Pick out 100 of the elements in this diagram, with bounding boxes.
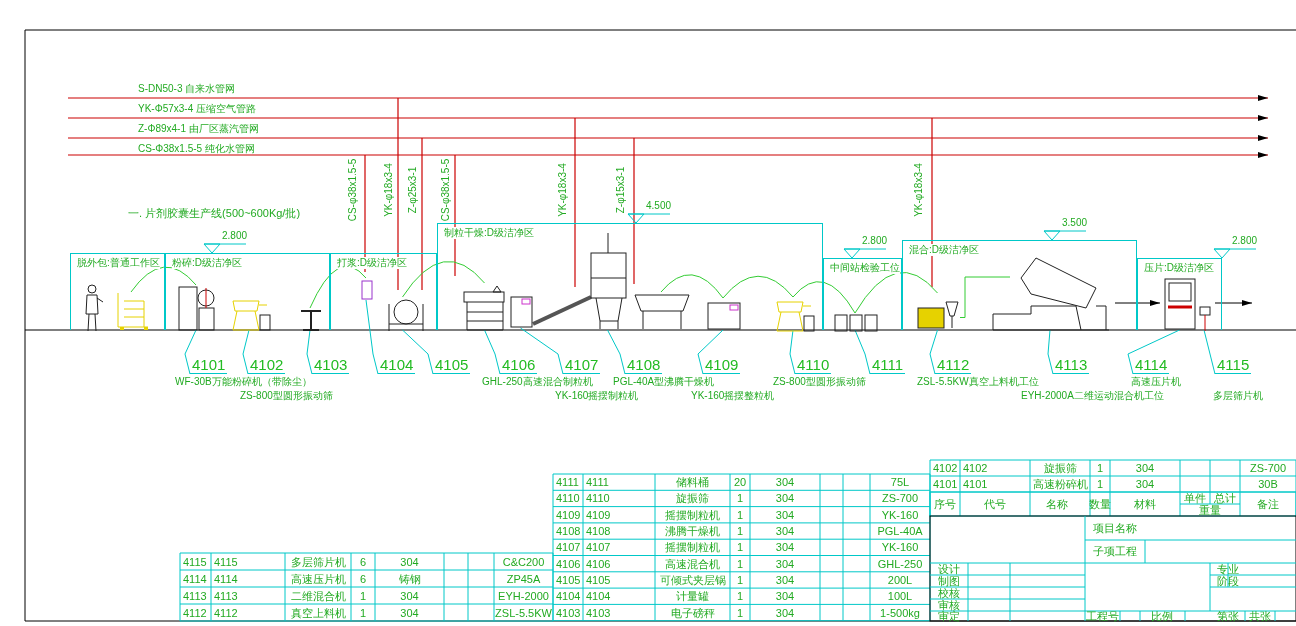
table-cell: 4105 <box>586 573 611 587</box>
callout-number: 4104 <box>378 356 416 374</box>
table-cell: 304 <box>775 524 795 538</box>
granulator-drawing <box>509 293 534 329</box>
table-cell: 项目名称 <box>1093 521 1137 535</box>
table-cell: 材料 <box>1134 497 1156 511</box>
pipe-label: Z-φ15x3-1 <box>615 166 627 214</box>
table-cell: 4101 <box>963 477 988 491</box>
table-cell: 1 <box>359 589 367 602</box>
table-cell: 重量 <box>1199 503 1221 517</box>
table-cell: 1 <box>736 508 744 522</box>
table-cell: 子项工程 <box>1093 544 1137 558</box>
table-cell: 4112 <box>214 606 238 619</box>
zone-outline <box>70 253 165 330</box>
leader-line <box>1127 329 1180 375</box>
zone-title: 脱外包:普通工作区 <box>77 257 160 269</box>
table-cell: 1 <box>736 573 744 587</box>
table-cell: 304 <box>775 573 795 587</box>
elevation-label: 2.800 <box>222 230 248 242</box>
vibrating-sieve-drawing <box>229 297 271 331</box>
table-cell: 4108 <box>586 524 611 538</box>
table-cell: 计量罐 <box>676 589 709 603</box>
table-cell: 旋振筛 <box>676 491 709 505</box>
transfer-line <box>854 271 938 314</box>
table-cell: 4107 <box>556 540 581 554</box>
table-cell: 100L <box>887 589 913 603</box>
pipe-label: YK-Φ57x3-4 压缩空气管路 <box>138 103 256 115</box>
table-cell: 可倾式夹层锅 <box>659 573 726 587</box>
transfer-line <box>660 274 724 299</box>
leader-line <box>1047 329 1054 375</box>
pipe-label: Z-Φ89x4-1 由厂区蒸汽管网 <box>138 123 259 135</box>
table-cell: 6 <box>359 572 367 585</box>
table-cell: 铸钢 <box>398 572 421 585</box>
transfer-line <box>722 275 794 299</box>
deduster-drawing <box>1199 306 1211 331</box>
barrel-drawing <box>834 314 878 331</box>
callout-number: 4112 <box>935 356 972 374</box>
pipe-label: CS-Φ38x1.5-5 纯化水管网 <box>138 143 255 155</box>
callout-number: 4106 <box>500 356 538 374</box>
leader-line <box>1203 329 1216 375</box>
zone-title: 中间站检验工位 <box>830 262 900 274</box>
table-cell: 4113 <box>183 589 207 602</box>
transfer-line <box>402 261 485 298</box>
table-cell: 4108 <box>556 524 581 538</box>
table-cell: ZS-700 <box>881 491 919 505</box>
zone-outline <box>1137 258 1222 330</box>
equipment-caption: 多层筛片机 <box>1213 390 1263 402</box>
table-cell: 4114 <box>183 572 207 585</box>
trolley-drawing <box>633 293 691 331</box>
conveyor-tube <box>532 295 592 326</box>
table-cell: 304 <box>775 491 795 505</box>
equipment-caption: EYH-2000A二维运动混合机工位 <box>1021 390 1164 402</box>
elevation-label: 2.800 <box>862 235 888 247</box>
zone-title: 打浆:D级洁净区 <box>337 257 407 269</box>
table-cell: 1 <box>736 524 744 538</box>
zone-title: 混合:D级洁净区 <box>909 244 979 256</box>
table-cell: 4110 <box>556 491 580 505</box>
table-cell: 4113 <box>214 589 238 602</box>
zone-outline <box>823 258 902 330</box>
table-cell: 4111 <box>556 475 579 489</box>
table-cell: 304 <box>400 555 419 568</box>
table-cell: 旋振筛 <box>1043 461 1077 475</box>
table-cell: 1-500kg <box>880 606 920 620</box>
table-cell: 1 <box>736 557 744 571</box>
table-cell: 4101 <box>933 477 958 491</box>
table-cell: 304 <box>775 508 795 522</box>
grinder-drawing <box>178 286 216 331</box>
table-cell: PGL-40A <box>877 524 923 538</box>
equipment-caption: 高速压片机 <box>1131 376 1181 388</box>
table-cell: 4115 <box>183 555 207 568</box>
table-cell: 多层筛片机 <box>290 555 346 568</box>
callout-number: 4102 <box>248 356 286 374</box>
table-cell: 备注 <box>1257 497 1279 511</box>
vibrating-sieve-drawing <box>773 298 815 331</box>
table-cell: 4112 <box>183 606 207 619</box>
table-cell: YK-160 <box>881 508 919 522</box>
leader-line <box>306 329 313 375</box>
table-cell-text: 审核 <box>938 598 960 611</box>
table-cell: 304 <box>775 540 795 554</box>
leader-line <box>789 329 796 375</box>
callout-number: 4110 <box>795 356 832 374</box>
table-cell: 真空上料机 <box>290 606 346 619</box>
table-cell: 第张 <box>1217 609 1239 623</box>
pipe-label: Z-φ25x3-1 <box>407 166 419 214</box>
pipe-label: CS-φ38x1.5-5 <box>440 158 452 222</box>
leader-line <box>607 329 626 375</box>
leader-line <box>484 329 501 375</box>
table-cell: 1 <box>736 491 744 505</box>
elevation-label: 4.500 <box>646 200 672 212</box>
table-cell: 1 <box>736 589 744 603</box>
callout-number: 4113 <box>1053 356 1090 374</box>
table-cell: 304 <box>1135 461 1155 475</box>
table-cell: 304 <box>775 589 795 603</box>
table-cell: 4106 <box>586 557 611 571</box>
table-cell: 代号 <box>984 497 1006 511</box>
table-cell: 阶段 <box>1217 574 1239 588</box>
zone-outline <box>330 253 437 330</box>
table-cell: 4109 <box>586 508 611 522</box>
table-cell: 1 <box>359 606 367 619</box>
table-cell: 电子磅秤 <box>670 606 715 620</box>
